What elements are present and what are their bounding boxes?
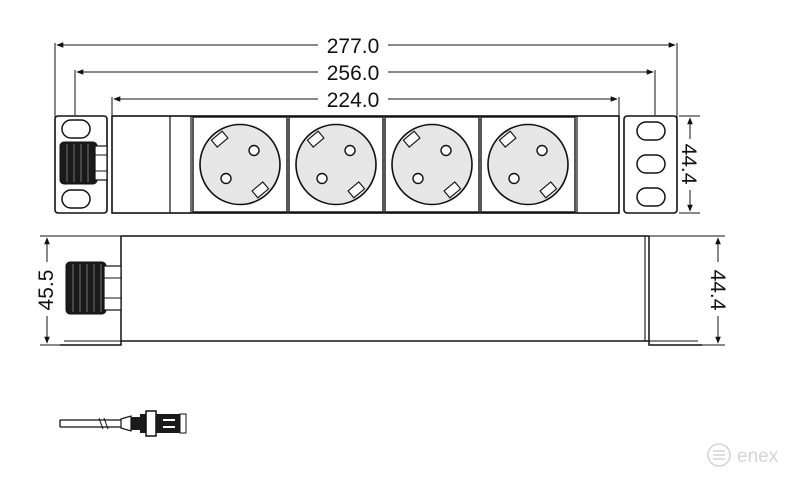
power-strip-side-view (60, 235, 702, 346)
schuko-socket-icon (480, 116, 576, 213)
dimension-label-side-44-4: 44.4 (706, 270, 729, 311)
dimension-label-45-5: 45.5 (35, 270, 58, 311)
enex-watermark-logo: enex (707, 443, 779, 467)
dimension-side-height: 44.4 (649, 235, 729, 346)
socket-row (192, 116, 576, 213)
dimension-overall-length: 277.0 (54, 35, 678, 118)
cable-gland-icon (59, 141, 108, 185)
dimension-mounting-length: 256.0 (74, 62, 656, 115)
mounting-hole (636, 154, 666, 174)
dimension-label-256: 256.0 (327, 62, 380, 85)
mounting-hole (61, 189, 91, 209)
mounting-hole (61, 119, 91, 139)
schuko-socket-icon (288, 116, 384, 213)
schuko-socket-icon (384, 116, 480, 213)
schuko-socket-icon (192, 116, 288, 213)
dimension-label-front-44-4: 44.4 (677, 144, 700, 185)
cable-gland-side-icon (65, 261, 122, 315)
dimension-depth: 45.5 (35, 235, 121, 346)
power-cord-icon (59, 410, 187, 437)
mounting-hole (636, 121, 666, 141)
dimension-label-224: 224.0 (327, 89, 380, 112)
dimension-label-277: 277.0 (327, 35, 380, 58)
mounting-hole (636, 187, 666, 207)
dimension-front-height: 44.4 (677, 115, 700, 214)
enex-logo-icon (707, 443, 731, 467)
power-strip-front-view (54, 115, 678, 214)
dimension-inner-length: 224.0 (111, 89, 620, 115)
watermark-brand: enex (737, 446, 779, 467)
